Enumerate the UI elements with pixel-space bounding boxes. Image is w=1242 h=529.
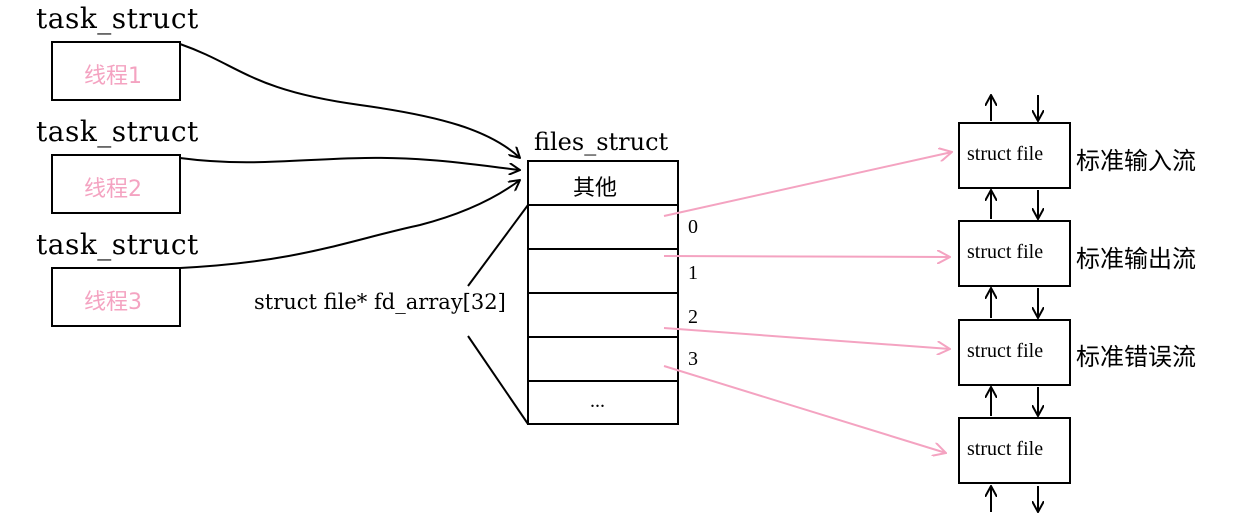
fd-index-3: 3: [688, 348, 698, 370]
files-struct-title: files_struct: [534, 128, 669, 156]
thread-box-2: [51, 154, 181, 214]
fd-0-pointer-arrow: [663, 152, 952, 217]
stream-stdout-label: 标准输出流: [1076, 245, 1196, 273]
fd-array-bracket-top: [467, 204, 529, 287]
fd-array-bracket-bottom: [467, 335, 529, 425]
stream-stdin-label: 标准输入流: [1076, 147, 1196, 175]
thread-box-1: [51, 41, 181, 101]
struct-file-1-label: struct file: [967, 143, 1044, 165]
fd-index-2: 2: [688, 306, 698, 328]
files-struct-other-label: 其他: [573, 176, 618, 201]
thread-box-3: [51, 267, 181, 327]
struct-file-box-4: [958, 417, 1071, 484]
thread-2-arrow: [179, 156, 520, 170]
thread-3-type-label: task_struct: [36, 228, 199, 261]
struct-file-2-label: struct file: [967, 241, 1044, 263]
fd-array-label: struct file* fd_array[32]: [254, 290, 506, 314]
fd-index-0: 0: [688, 216, 698, 238]
list-link-arrows: [991, 95, 1038, 512]
struct-file-box-1: [958, 122, 1071, 189]
stream-stderr-label: 标准错误流: [1076, 343, 1196, 371]
files-struct-ellipsis: ...: [590, 390, 605, 412]
fd-2-pointer-arrow: [663, 327, 950, 349]
thread-1-name: 线程1: [84, 64, 142, 89]
thread-3-arrow: [179, 180, 520, 269]
fd-3-pointer-arrow: [663, 365, 946, 453]
thread-1-arrow: [179, 43, 520, 158]
struct-file-box-3: [958, 319, 1071, 386]
struct-file-4-label: struct file: [967, 438, 1044, 460]
fd-1-pointer-arrow: [663, 256, 950, 257]
struct-file-box-2: [958, 220, 1071, 287]
thread-1-type-label: task_struct: [36, 2, 199, 35]
thread-2-name: 线程2: [84, 177, 142, 202]
fd-index-1: 1: [688, 262, 698, 284]
thread-3-name: 线程3: [84, 290, 142, 315]
thread-2-type-label: task_struct: [36, 115, 199, 148]
struct-file-3-label: struct file: [967, 340, 1044, 362]
